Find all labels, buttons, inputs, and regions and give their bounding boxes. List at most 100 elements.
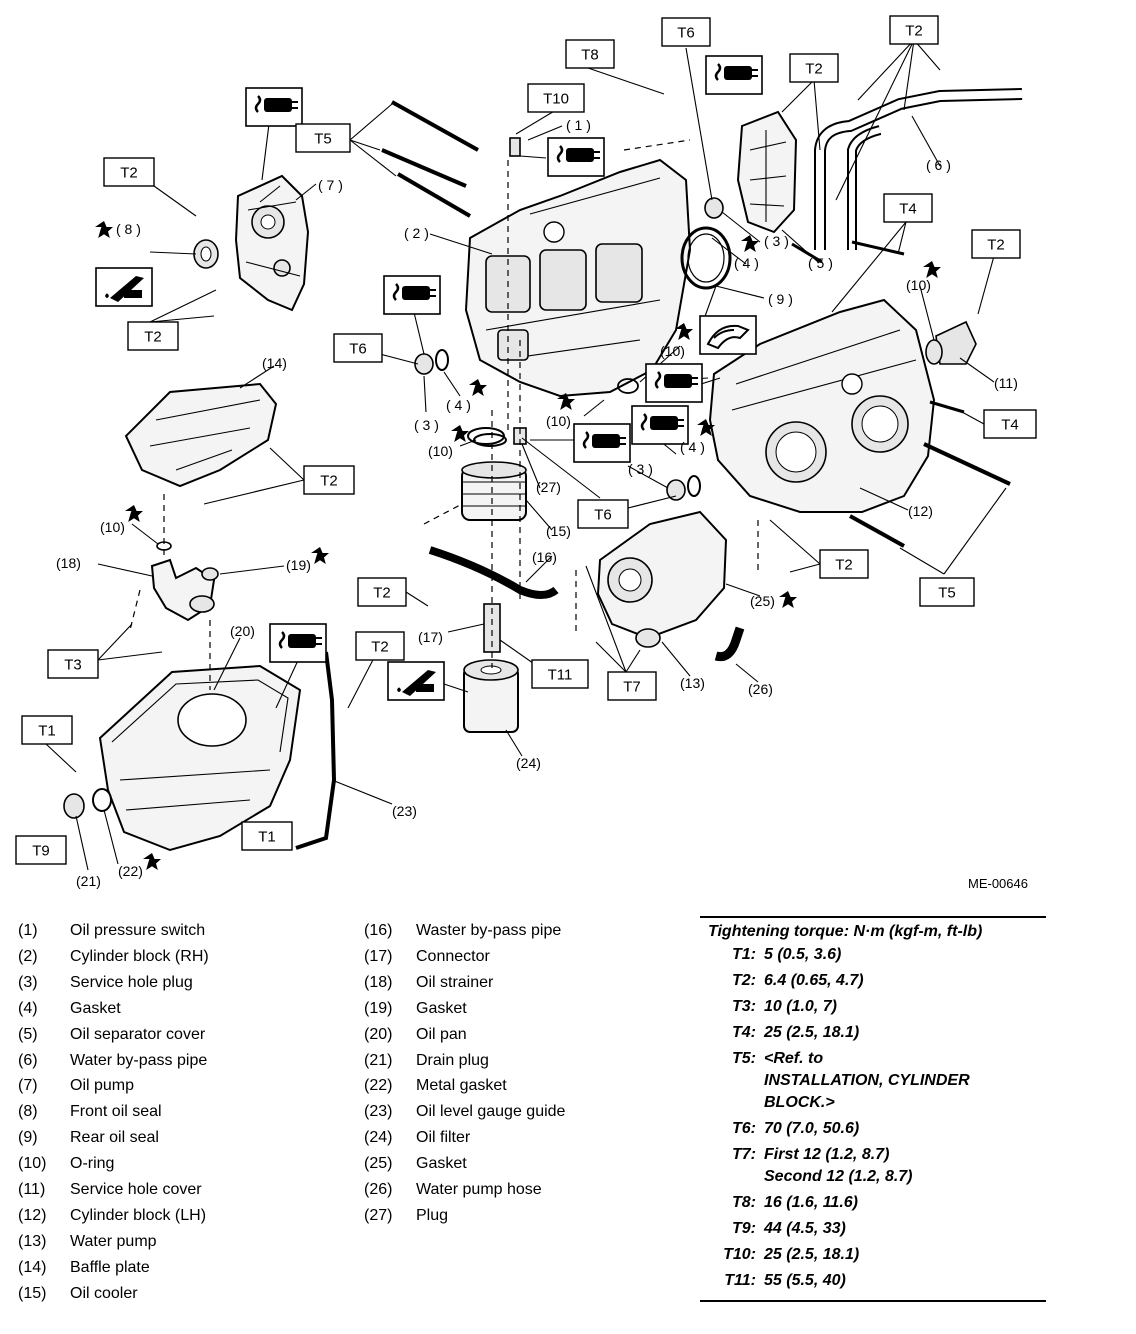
callout-c20: (20) bbox=[230, 623, 255, 639]
legend-part-name: Cylinder block (LH) bbox=[70, 1206, 207, 1224]
torque-box-t8: T8 bbox=[565, 39, 615, 69]
legend-part-name: Gasket bbox=[416, 999, 467, 1017]
legend-number: (16) bbox=[364, 922, 393, 939]
legend-row: (20)Oil pan bbox=[364, 1022, 565, 1048]
torque-box-label: T3 bbox=[64, 657, 82, 674]
torque-row: T1:5 (0.5, 3.6) bbox=[700, 944, 1046, 966]
legend-row: (7) Oil pump bbox=[18, 1073, 209, 1099]
torque-row: T11:55 (5.5, 40) bbox=[700, 1270, 1046, 1292]
water-pump-hose-part bbox=[714, 626, 745, 662]
torque-key: T3: bbox=[732, 998, 756, 1015]
torque-row: T6:70 (7.0, 50.6) bbox=[700, 1118, 1046, 1140]
callout-c26: (26) bbox=[748, 681, 773, 697]
legend-row: (10)O-ring bbox=[18, 1151, 209, 1177]
torque-box-t6a: T6 bbox=[661, 17, 711, 47]
legend-number: (15) bbox=[18, 1284, 47, 1302]
legend-number: (11) bbox=[18, 1181, 46, 1199]
legend-number: (7) bbox=[18, 1077, 38, 1095]
torque-box-t2i: T2 bbox=[355, 631, 405, 661]
legend-row: (13)Water pump bbox=[18, 1229, 209, 1255]
torque-box-label: T6 bbox=[594, 507, 612, 524]
torque-key: T10: bbox=[723, 1246, 756, 1263]
torque-box-label: T2 bbox=[373, 585, 391, 602]
torque-box-label: T2 bbox=[835, 557, 853, 574]
callout-c3a: ( 3 ) bbox=[764, 233, 789, 249]
callout-c16: (16) bbox=[532, 549, 557, 565]
drain-plug-part bbox=[63, 788, 112, 819]
torque-box-label: T1 bbox=[258, 829, 276, 846]
legend-part-name: Oil pump bbox=[70, 1077, 135, 1095]
legend-row: (6)Water by-pass pipe bbox=[18, 1048, 209, 1074]
legend-part-name: Water pump hose bbox=[416, 1181, 542, 1199]
torque-box-t2b: T2 bbox=[889, 15, 939, 45]
torque-row: T7:First 12 (1.2, 8.7) Second 12 (1.2, 8… bbox=[700, 1144, 1046, 1188]
legend-row: (24) Oil filter bbox=[364, 1125, 565, 1151]
callout-c18: (18) bbox=[56, 555, 81, 571]
callout-c12: (12) bbox=[908, 503, 933, 519]
callout-c10e: (10) bbox=[100, 519, 125, 535]
legend-part-name: Oil filter bbox=[416, 1129, 471, 1147]
torque-key: T6: bbox=[732, 1120, 756, 1137]
legend-part-name: Gasket bbox=[70, 999, 121, 1017]
legend-number: (4) bbox=[18, 999, 38, 1017]
callout-c25: (25) bbox=[750, 593, 775, 609]
legend-row: (18)Oil strainer bbox=[364, 970, 565, 996]
callout-c27: (27) bbox=[536, 479, 561, 495]
torque-box-t4b: T4 bbox=[983, 409, 1037, 439]
callout-c3b: ( 3 ) bbox=[414, 417, 439, 433]
liquid-gasket-icon bbox=[382, 274, 442, 316]
baffle-plate-part bbox=[124, 382, 278, 488]
torque-box-label: T5 bbox=[938, 585, 956, 602]
torque-value: 44 (4.5, 33) bbox=[764, 1220, 846, 1237]
torque-box-label: T6 bbox=[677, 25, 695, 42]
torque-box-label: T8 bbox=[581, 47, 599, 64]
legend-row: (4) Gasket bbox=[18, 996, 209, 1022]
callout-c10a: (10) bbox=[906, 277, 931, 293]
legend-number: (26) bbox=[364, 1181, 393, 1199]
torque-box-label: T10 bbox=[543, 91, 569, 108]
strainer-gasket-part bbox=[201, 567, 219, 581]
legend-number: (24) bbox=[364, 1129, 393, 1147]
torque-box-t7: T7 bbox=[607, 671, 657, 701]
torque-value: First 12 (1.2, 8.7) Second 12 (1.2, 8.7) bbox=[764, 1146, 913, 1185]
oil-filter-part bbox=[463, 659, 519, 733]
torque-box-label: T5 bbox=[314, 131, 332, 148]
cylinder-block-rh-part bbox=[464, 158, 692, 398]
callout-c17: (17) bbox=[418, 629, 443, 645]
callout-c3c: ( 3 ) bbox=[628, 461, 653, 477]
legend-number: (18) bbox=[364, 973, 393, 991]
oil-pump-part bbox=[234, 174, 310, 312]
exploded-engine-diagram: T8T6T2T2T10T5T2T4T2T2T6T4T2T6T2T5T2T3T2T… bbox=[15, 15, 1037, 891]
callout-c4b: ( 4 ) bbox=[446, 397, 471, 413]
torque-box-t2g: T2 bbox=[819, 549, 869, 579]
torque-box-label: T9 bbox=[32, 843, 50, 860]
torque-box-t6b: T6 bbox=[333, 333, 383, 363]
legend-row: (9)Rear oil seal bbox=[18, 1125, 209, 1151]
torque-box-label: T2 bbox=[805, 61, 823, 78]
legend-row: (1)Oil pressure switch bbox=[18, 918, 209, 944]
legend-row: (25)Gasket bbox=[364, 1151, 565, 1177]
legend-row: (26) Water pump hose bbox=[364, 1177, 565, 1203]
callout-c14: (14) bbox=[262, 355, 287, 371]
legend-row: (11)Service hole cover bbox=[18, 1177, 209, 1203]
torque-box-label: T11 bbox=[548, 667, 573, 684]
torque-box-t6c: T6 bbox=[577, 499, 629, 529]
oil-strainer-part bbox=[150, 558, 216, 622]
legend-number: (23) bbox=[364, 1103, 393, 1121]
torque-value: 55 (5.5, 40) bbox=[764, 1272, 846, 1289]
engine-oil-icon bbox=[387, 661, 445, 701]
torque-box-label: T1 bbox=[38, 723, 56, 740]
legend-number: (20) bbox=[364, 1025, 393, 1043]
legend-row: (14)Baffle plate bbox=[18, 1255, 209, 1281]
oil-cooler-part bbox=[461, 427, 527, 521]
legend-part-name: Drain plug bbox=[416, 1051, 489, 1069]
callout-c9: ( 9 ) bbox=[768, 291, 793, 307]
torque-box-t5b: T5 bbox=[919, 577, 975, 607]
callout-c19: (19) bbox=[286, 557, 311, 573]
legend-part-name: Cylinder block (RH) bbox=[70, 947, 209, 965]
legend-row: (8)Front oil seal bbox=[18, 1099, 209, 1125]
cylinder-block-lh-part bbox=[708, 298, 936, 513]
torque-box-t1a: T1 bbox=[21, 715, 73, 745]
callout-c23: (23) bbox=[392, 803, 417, 819]
liquid-gasket-icon bbox=[704, 54, 764, 96]
